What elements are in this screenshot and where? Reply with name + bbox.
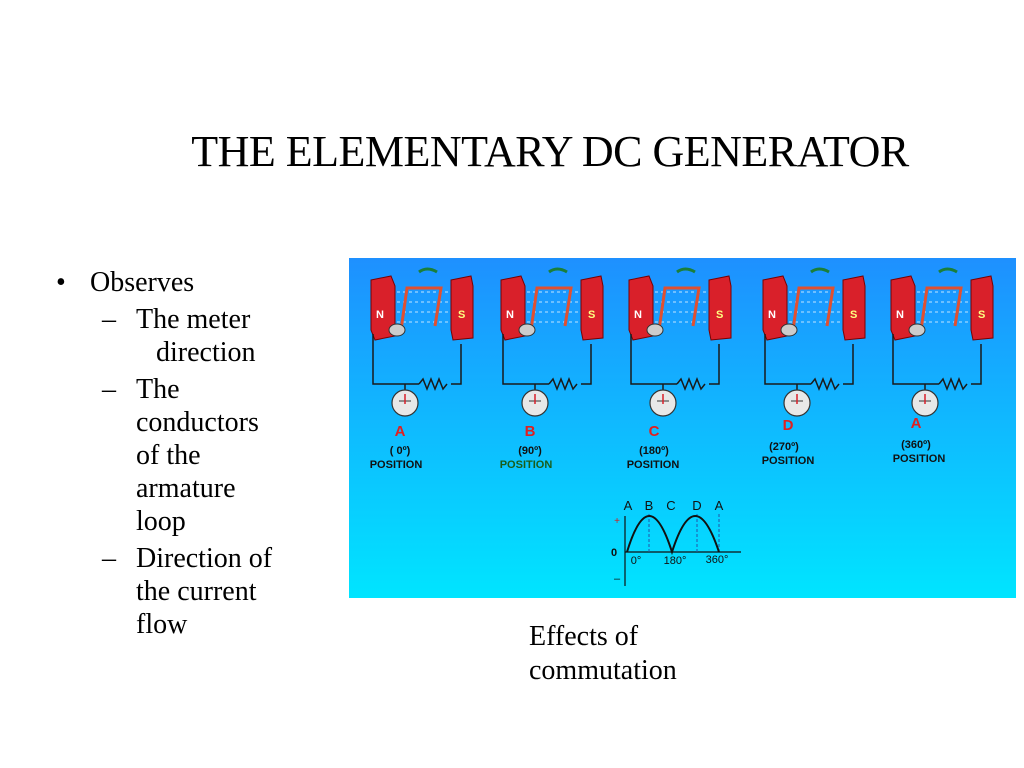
rectified-wave (626, 515, 720, 556)
wave-tick: 0° (631, 555, 642, 567)
sub-bullet-current-line: flow (136, 609, 188, 640)
sub-bullet-current-line: Direction of (136, 543, 273, 574)
pole-n-label: N (634, 309, 642, 321)
wave-letter: C (666, 498, 675, 513)
sub-bullet-conductors-line: of the (136, 440, 201, 471)
figure-caption: Effects of commutation (529, 620, 829, 688)
panel-letter: A (911, 415, 922, 432)
panel-angle: (180º) (639, 445, 669, 457)
pole-s-label: S (588, 309, 595, 321)
wave-tick: 180° (664, 555, 687, 567)
bullet-list: • Observes – The meter direction – The c… (50, 266, 320, 645)
pole-n-label: N (506, 309, 514, 321)
generator-diagram-svg: N S A ( 0º) POSITION N S B (90º) POSITIO… (349, 258, 1016, 598)
sub-bullet-conductors-line: loop (136, 506, 186, 537)
panel-d-270: N S D (270º) POSITION (761, 267, 867, 467)
slide-title: THE ELEMENTARY DC GENERATOR (191, 127, 909, 176)
wave-letter: B (645, 498, 654, 513)
caption-line: commutation (529, 655, 677, 686)
panel-position: POSITION (762, 455, 815, 467)
panel-b-90: N S B (90º) POSITION (499, 267, 605, 471)
sub-bullet-conductors-line: armature (136, 473, 236, 504)
wave-letter: A (715, 498, 724, 513)
panel-position: POSITION (627, 459, 680, 471)
panel-letter: D (783, 417, 794, 434)
panel-position: POSITION (370, 459, 423, 471)
sub-bullet-conductors: – The conductors of the armature loop (50, 373, 320, 538)
panel-c-180: N S C (180º) POSITION (627, 267, 733, 471)
pole-s-label: S (458, 309, 465, 321)
generator-diagram: N S A ( 0º) POSITION N S B (90º) POSITIO… (349, 258, 1016, 598)
wave-tick: 360° (706, 554, 729, 566)
panel-letter: C (649, 423, 660, 440)
sub-bullet-meter: – The meter direction (50, 303, 320, 369)
wave-minus: – (614, 573, 621, 585)
panel-position: POSITION (893, 453, 946, 465)
wave-zero: 0 (611, 547, 617, 559)
wave-letter: D (692, 498, 701, 513)
pole-s-label: S (978, 309, 985, 321)
pole-n-label: N (768, 309, 776, 321)
sub-bullet-dash: – (102, 543, 116, 574)
pole-n-label: N (376, 309, 384, 321)
sub-bullet-conductors-line: conductors (136, 407, 259, 438)
sub-bullet-meter-line2: direction (156, 337, 256, 368)
panel-letter: B (525, 423, 536, 440)
panel-angle: (360º) (901, 439, 931, 451)
bullet-observes-text: Observes (90, 267, 195, 298)
panel-a-0: N S A ( 0º) POSITION (369, 267, 475, 471)
output-waveform: A B C D A + 0 – 0° 180° 360° (611, 498, 741, 586)
sub-bullet-conductors-line: The (136, 374, 180, 405)
sub-bullet-dash: – (102, 374, 116, 405)
sub-bullet-current: – Direction of the current flow (50, 542, 320, 641)
panel-angle: (270º) (769, 441, 799, 453)
bullet-observes: • Observes (50, 266, 320, 299)
sub-bullet-dash: – (102, 304, 116, 335)
wave-letter: A (624, 498, 633, 513)
bullet-dot: • (56, 267, 66, 298)
panel-position: POSITION (500, 459, 553, 471)
pole-s-label: S (716, 309, 723, 321)
panel-angle: (90º) (518, 445, 542, 457)
panel-letter: A (395, 423, 406, 440)
panel-a-360: N S A (360º) POSITION (889, 267, 995, 465)
sub-bullet-meter-line1: The meter (136, 304, 251, 335)
pole-s-label: S (850, 309, 857, 321)
wave-plus: + (614, 516, 620, 527)
pole-n-label: N (896, 309, 904, 321)
caption-line: Effects of (529, 621, 639, 652)
sub-bullet-current-line: the current (136, 576, 257, 607)
panel-angle: ( 0º) (390, 445, 411, 457)
